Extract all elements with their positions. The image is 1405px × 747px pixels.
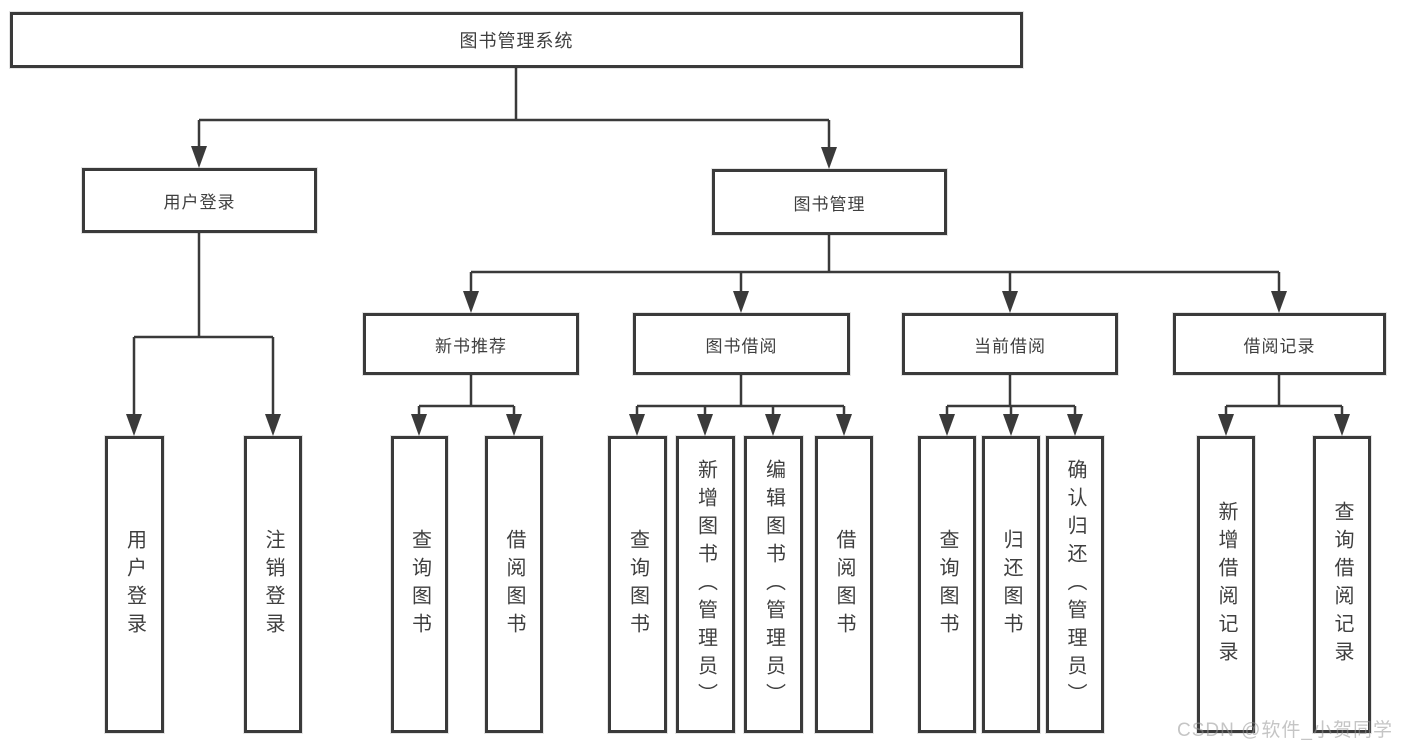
node-label: 查询图书 — [936, 528, 958, 641]
node-root-system: 图书管理系统 — [10, 12, 1023, 68]
leaf-add-borrow-record: 新增借阅记录 — [1197, 436, 1255, 733]
leaf-query-borrow-record: 查询借阅记录 — [1313, 436, 1371, 733]
node-book-borrowing: 图书借阅 — [633, 313, 850, 375]
node-borrowing-records: 借阅记录 — [1173, 313, 1386, 375]
node-label: 新增图书（管理员） — [694, 458, 717, 711]
node-label: 用户登录 — [123, 528, 146, 641]
node-label: 当前借阅 — [974, 336, 1046, 356]
node-label: 新书推荐 — [435, 336, 507, 356]
node-new-book-recommend: 新书推荐 — [363, 313, 579, 375]
leaf-add-books-admin: 新增图书（管理员） — [676, 436, 735, 733]
leaf-logout: 注销登录 — [244, 436, 302, 733]
node-label: 图书管理系统 — [459, 31, 574, 51]
leaf-borrow-books-recommend: 借阅图书 — [485, 436, 543, 733]
node-label: 新增借阅记录 — [1215, 500, 1237, 669]
node-label: 借阅图书 — [833, 528, 855, 641]
leaf-borrow-books: 借阅图书 — [815, 436, 873, 733]
leaf-query-books-borrow: 查询图书 — [608, 436, 667, 733]
node-label: 查询图书 — [408, 528, 431, 641]
node-label: 借阅图书 — [503, 528, 525, 641]
node-label: 编辑图书（管理员） — [762, 458, 785, 711]
node-label: 图书管理 — [793, 194, 866, 214]
leaf-user-login: 用户登录 — [105, 436, 164, 733]
leaf-edit-books-admin: 编辑图书（管理员） — [744, 436, 803, 733]
leaf-confirm-return-admin: 确认归还（管理员） — [1046, 436, 1104, 733]
node-book-management: 图书管理 — [712, 169, 947, 235]
node-label: 图书借阅 — [705, 336, 778, 356]
node-user-login-branch: 用户登录 — [82, 168, 317, 233]
node-label: 确认归还（管理员） — [1064, 458, 1086, 711]
node-label: 借阅记录 — [1243, 336, 1316, 356]
node-label: 查询借阅记录 — [1331, 500, 1353, 669]
leaf-return-books: 归还图书 — [982, 436, 1040, 733]
arrowheads — [126, 146, 1350, 436]
leaf-query-books-recommend: 查询图书 — [391, 436, 448, 733]
node-current-borrowing: 当前借阅 — [902, 313, 1118, 375]
leaf-query-books-current: 查询图书 — [918, 436, 976, 733]
node-label: 注销登录 — [262, 528, 284, 641]
node-label: 用户登录 — [163, 193, 236, 212]
node-label: 归还图书 — [1000, 528, 1022, 641]
node-label: 查询图书 — [626, 528, 649, 641]
